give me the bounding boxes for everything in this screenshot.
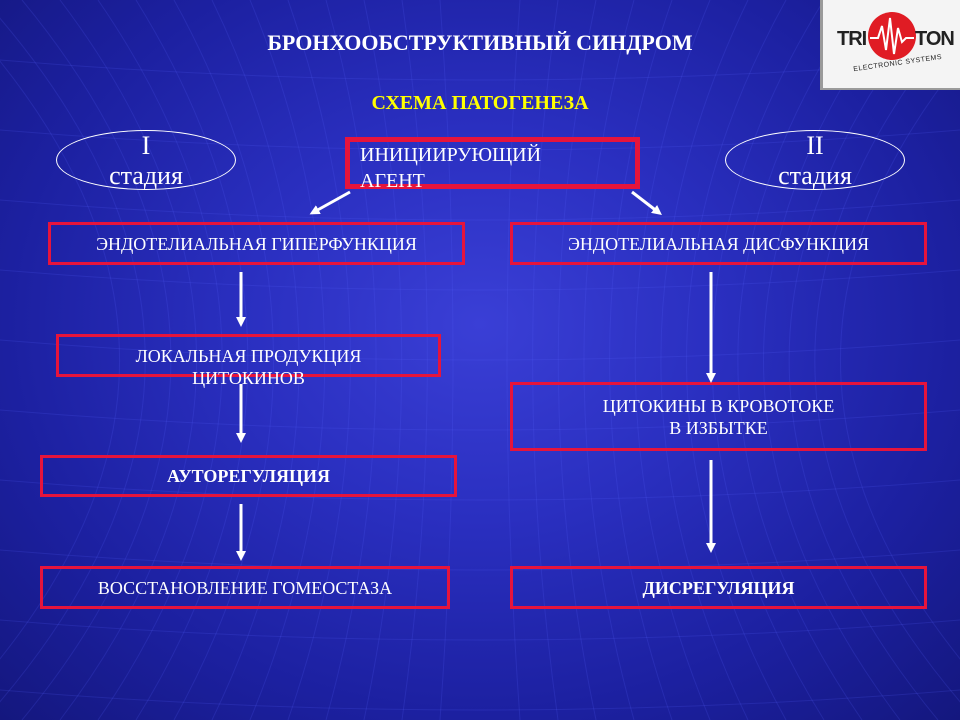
- cytokines-blood-line2: В ИЗБЫТКЕ: [669, 417, 768, 438]
- local-cytokine-line1: ЛОКАЛЬНАЯ ПРОДУКЦИЯ: [135, 346, 362, 366]
- cytokines-in-blood-box: ЦИТОКИНЫ В КРОВОТОКЕ В ИЗБЫТКЕ: [510, 382, 927, 451]
- endothelial-dysfunction-label: ЭНДОТЕЛИАЛЬНАЯ ДИСФУНКЦИЯ: [567, 233, 870, 254]
- page-subtitle: СХЕМА ПАТОГЕНЕЗА: [371, 92, 589, 114]
- cytokines-blood-line1: ЦИТОКИНЫ В КРОВОТОКЕ: [602, 395, 835, 416]
- stage-one-ellipse: I стадия: [56, 130, 236, 190]
- endothelial-hyperfunction-label: ЭНДОТЕЛИАЛЬНАЯ ГИПЕРФУНКЦИЯ: [96, 233, 417, 254]
- logo-text-right: TON: [915, 28, 955, 50]
- autoregulation-label: АУТОРЕГУЛЯЦИЯ: [166, 466, 331, 486]
- homeostasis-restoration-label: ВОССТАНОВЛЕНИЕ ГОМЕОСТАЗА: [97, 577, 393, 598]
- triton-logo: TRI TON ELECTRONIC SYSTEMS: [820, 0, 960, 90]
- local-cytokine-line2: ЦИТОКИНОВ: [192, 368, 305, 388]
- initiating-agent-line2: АГЕНТ: [360, 170, 425, 192]
- initiating-agent-box: ИНИЦИИРУЮЩИЙ АГЕНТ: [345, 137, 640, 192]
- arrow-agent-to-right: [631, 190, 662, 216]
- autoregulation-box: АУТОРЕГУЛЯЦИЯ: [40, 455, 457, 497]
- dysregulation-box: ДИСРЕГУЛЯЦИЯ: [510, 566, 927, 609]
- logo-text-left: TRI: [837, 28, 867, 50]
- homeostasis-restoration-box: ВОССТАНОВЛЕНИЕ ГОМЕОСТАЗА: [40, 566, 450, 609]
- logo-wave-icon: [870, 17, 914, 55]
- dysregulation-label: ДИСРЕГУЛЯЦИЯ: [642, 577, 795, 598]
- stage-two-word: стадия: [778, 161, 852, 190]
- stage-two-numeral: II: [806, 131, 824, 160]
- local-cytokine-production-box: ЛОКАЛЬНАЯ ПРОДУКЦИЯ ЦИТОКИНОВ: [56, 334, 441, 388]
- stage-one-word: стадия: [109, 161, 183, 190]
- endothelial-hyperfunction-box: ЭНДОТЕЛИАЛЬНАЯ ГИПЕРФУНКЦИЯ: [48, 222, 465, 265]
- initiating-agent-line1: ИНИЦИИРУЮЩИЙ: [360, 144, 542, 166]
- arrow-agent-to-left: [309, 190, 351, 215]
- endothelial-dysfunction-box: ЭНДОТЕЛИАЛЬНАЯ ДИСФУНКЦИЯ: [510, 222, 927, 265]
- stage-one-numeral: I: [141, 131, 151, 160]
- page-title: БРОНХООБСТРУКТИВНЫЙ СИНДРОМ: [267, 30, 693, 55]
- stage-two-ellipse: II стадия: [725, 130, 905, 190]
